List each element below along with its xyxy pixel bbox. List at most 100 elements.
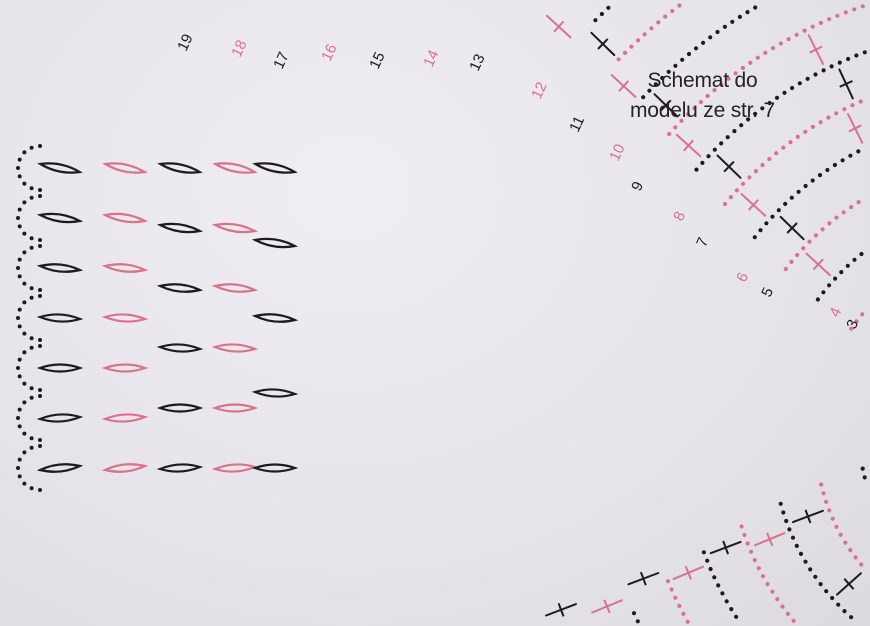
chain-dot — [854, 53, 859, 58]
chain-dot — [794, 32, 799, 37]
scallop-dot — [38, 388, 42, 392]
scallop-dot — [16, 216, 20, 220]
scallop-dot — [22, 200, 27, 205]
chain-dot — [813, 233, 819, 238]
chain-dot — [715, 29, 720, 35]
chart-caption: Schemat do modelu ze str. 7 — [600, 66, 805, 126]
scallop-dot — [22, 331, 27, 336]
chain-dot — [853, 555, 858, 560]
chain-dot — [849, 326, 854, 331]
leaf-picot — [36, 463, 84, 473]
row-number-label: 5 — [758, 285, 777, 300]
chain-dot — [756, 566, 761, 571]
scallop-dot — [38, 294, 42, 298]
scallop-dot — [38, 394, 42, 398]
chain-dot — [824, 499, 829, 504]
chain-dot — [821, 491, 826, 496]
row-number-label: 15 — [366, 49, 388, 71]
leaf-picot — [101, 413, 149, 423]
leaf-picot — [157, 162, 203, 174]
stitch-bar — [684, 565, 692, 580]
chain-dot — [834, 215, 839, 220]
row-number-label: 6 — [733, 270, 752, 285]
chain-dot — [730, 19, 735, 24]
chain-dot — [795, 134, 800, 139]
chain-dot — [821, 290, 826, 295]
scallop-dot — [22, 150, 27, 155]
scallop-dot — [16, 416, 20, 420]
leaf-picot — [156, 403, 204, 413]
chain-dot — [795, 252, 800, 258]
chain-dot — [774, 95, 780, 100]
chain-dot — [818, 120, 823, 125]
chain-dot — [770, 214, 775, 219]
chain-dot — [653, 82, 658, 87]
row-number-label: 3 — [843, 317, 862, 332]
chain-dot — [708, 35, 713, 40]
caption-line-2: modelu ze str. 7 — [629, 99, 776, 122]
chain-dot — [832, 162, 838, 168]
chain-dot — [753, 169, 759, 174]
leaf-picot — [156, 283, 204, 293]
stitch-bar — [683, 139, 694, 152]
chain-dot — [789, 259, 794, 264]
scallop-dot — [17, 424, 22, 429]
scallop-dot — [16, 466, 20, 470]
chain-dot — [635, 619, 640, 624]
chain-dot — [775, 597, 780, 602]
stitch-bar — [553, 20, 565, 33]
chain-dot — [752, 235, 757, 240]
chain-dot — [724, 599, 729, 604]
chain-dot — [803, 129, 808, 134]
scallop-dot — [38, 194, 42, 198]
chain-dot — [843, 540, 848, 545]
row-number-label: 13 — [466, 51, 488, 73]
chain-dot — [722, 201, 728, 207]
chain-dot — [705, 558, 710, 563]
chain-dot — [834, 524, 839, 529]
leaf-picot — [36, 363, 84, 373]
chain-dot — [732, 129, 737, 134]
chain-dot — [830, 516, 835, 521]
chain-dot — [802, 28, 807, 33]
chain-dot — [693, 46, 699, 51]
chain-dot — [854, 319, 859, 324]
chain-dot — [616, 57, 621, 62]
chain-dot — [641, 95, 646, 100]
scallop-dot — [29, 245, 34, 250]
chain-dot — [848, 153, 853, 158]
row-number-label: 18 — [228, 37, 250, 59]
scallop-dot — [17, 257, 22, 262]
leaf-picot — [37, 162, 83, 174]
scallop-dot — [22, 381, 27, 386]
leaf-picot — [156, 222, 204, 234]
chain-dot — [737, 14, 743, 19]
chain-dot — [599, 11, 605, 17]
scallop-dot — [17, 274, 22, 279]
row-number-label: 8 — [670, 209, 689, 224]
chain-dot — [726, 76, 731, 81]
leaf-picot — [102, 162, 148, 174]
chain-dot — [677, 603, 682, 609]
scallop-dot — [17, 174, 22, 179]
chain-dot — [789, 195, 794, 200]
scallop-dot — [22, 181, 27, 186]
scallop-dot — [22, 481, 27, 486]
leaf-picot — [251, 388, 299, 398]
chain-dot — [670, 8, 675, 14]
chain-dot — [781, 510, 786, 515]
chain-dot — [852, 257, 857, 262]
scallop-dot — [38, 188, 42, 192]
chain-dot — [813, 72, 818, 77]
scallop-dot — [17, 207, 22, 212]
chain-dot — [807, 239, 812, 244]
chain-dot — [700, 160, 705, 165]
chain-dot — [846, 56, 851, 62]
chain-dot — [758, 228, 763, 233]
chain-dot — [827, 508, 832, 513]
chain-dot — [739, 524, 744, 529]
chain-dot — [734, 614, 739, 619]
stitch-bar — [839, 80, 853, 88]
scallop-dot — [29, 236, 34, 241]
leaf-picot — [211, 222, 259, 234]
